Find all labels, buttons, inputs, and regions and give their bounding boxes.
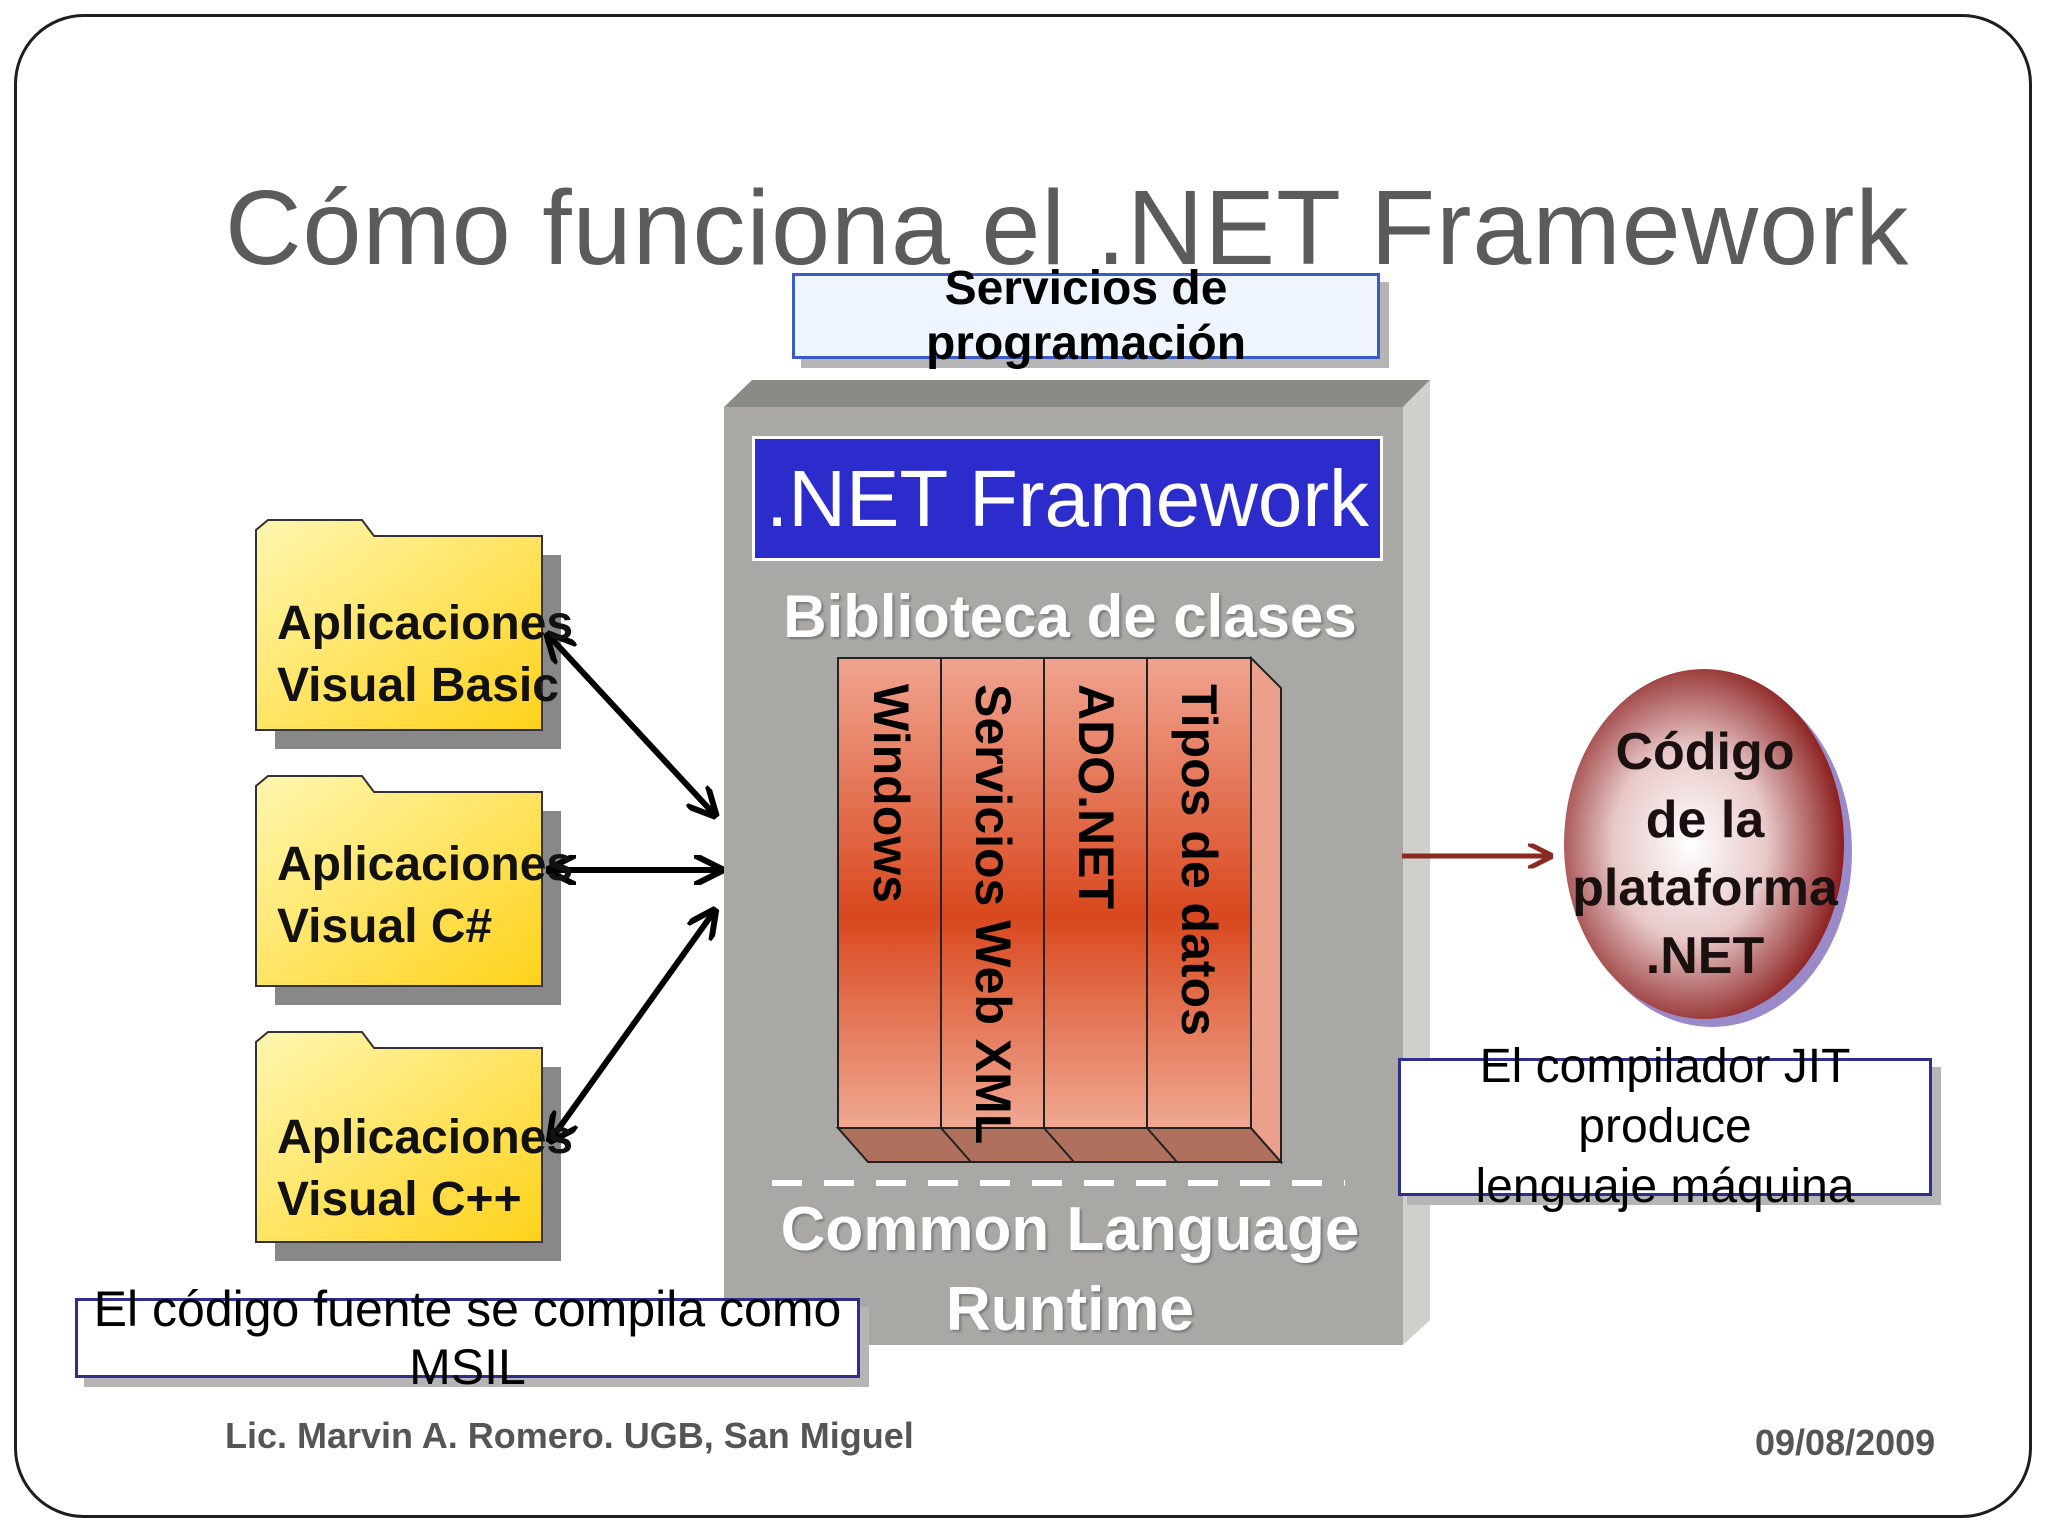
column-xml-block: [940, 657, 1045, 1129]
clr-label: Common Language Runtime: [760, 1190, 1380, 1350]
clr-label-line1: Common Language: [780, 1195, 1360, 1264]
jit-compiler-note: El compilador JIT produce lenguaje máqui…: [1398, 1040, 1932, 1213]
msil-note: El código fuente se compila como MSIL: [75, 1281, 860, 1395]
class-library-label: Biblioteca de clases: [783, 583, 1357, 650]
app-vb-line1: Aplicaciones: [277, 597, 574, 650]
column-windows-block: [837, 657, 942, 1129]
column-xml-web-services-label: Servicios Web XML: [965, 684, 1021, 1145]
native-code-line4: .NET: [1645, 927, 1765, 985]
native-code-line1: Código: [1615, 723, 1795, 781]
app-cpp-line2: Visual C++: [277, 1173, 522, 1226]
programming-services-label: Servicios de programación: [792, 262, 1380, 370]
arrow-cpp-framework: [552, 913, 713, 1138]
footer-author: Lic. Marvin A. Romero. UGB, San Miguel: [225, 1415, 914, 1456]
app-cs-line2: Visual C#: [277, 900, 493, 953]
clr-label-line2: Runtime: [946, 1275, 1194, 1344]
column-ado-block: [1043, 657, 1148, 1129]
footer-date: 09/08/2009: [1755, 1422, 1936, 1463]
app-cs-line1: Aplicaciones: [277, 838, 574, 891]
native-code-line2: de la: [1645, 791, 1765, 849]
folder-visual-cpp: [255, 1031, 561, 1261]
app-visual-csharp-label: Aplicaciones Visual C#: [277, 834, 573, 958]
folder-visual-basic: [255, 519, 561, 749]
column-ado-net-label: ADO.NET: [1068, 684, 1124, 909]
folder-visual-csharp: [255, 775, 561, 1005]
app-vb-line2: Visual Basic: [277, 659, 559, 712]
jit-note-line1: El compilador JIT produce: [1479, 1040, 1851, 1153]
native-code-label: Código de la plataforma .NET: [1560, 718, 1850, 990]
slide-title: Cómo funciona el .NET Framework: [225, 169, 1910, 287]
app-cpp-line1: Aplicaciones: [277, 1111, 574, 1164]
jit-note-line2: lenguaje máquina: [1475, 1160, 1855, 1213]
class-library-stack: [835, 655, 1284, 1165]
native-code-circle: [1564, 669, 1852, 1027]
net-framework-header: .NET Framework: [752, 436, 1383, 561]
column-data-types-label: Tipos de datos: [1171, 684, 1227, 1036]
app-visual-basic-label: Aplicaciones Visual Basic: [277, 593, 573, 717]
column-windows-label: Windows: [863, 684, 919, 903]
column-types-block: [1146, 657, 1252, 1129]
app-visual-cpp-label: Aplicaciones Visual C++: [277, 1107, 573, 1231]
native-code-line3: plataforma: [1572, 859, 1838, 917]
arrow-vb-framework: [550, 637, 713, 813]
